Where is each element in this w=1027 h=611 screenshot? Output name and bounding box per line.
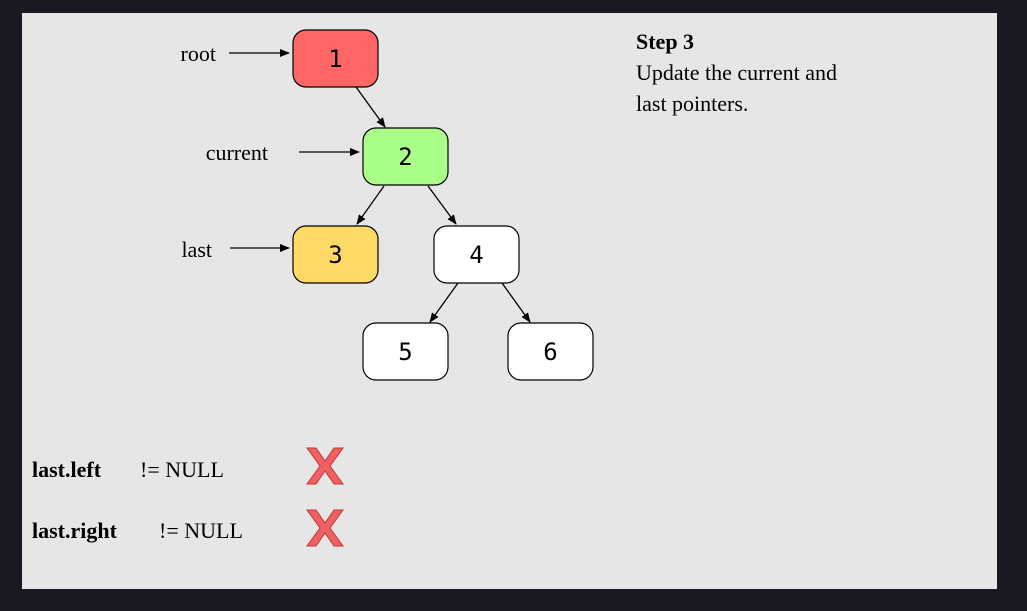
step-text-line2: last pointers. [636,91,749,116]
last-label: last [181,237,212,262]
node-1-label: 1 [328,45,342,73]
tree-node-3: 3 [292,225,379,284]
node-4-label: 4 [469,241,483,269]
node-4-box [433,225,520,284]
edge-2-4 [427,185,457,225]
step-title: Step 3 [636,29,695,54]
tree-node-5: 5 [362,322,449,381]
step-description: Step 3 Update the current and last point… [636,26,936,119]
step-text-line1: Update the current and [636,60,837,85]
current-label: current [206,140,268,165]
root-label: root [181,41,216,66]
edge-4-5 [429,282,459,323]
tree-node-4: 4 [433,225,520,284]
node-1-box [292,29,379,88]
edge-2-3 [356,185,385,225]
node-5-box [362,322,449,381]
node-5-label: 5 [398,338,412,366]
edge-4-6 [501,282,531,323]
node-6-label: 6 [543,338,557,366]
tree-node-1: 1 [292,29,379,88]
node-6-box [507,322,594,381]
node-2-box [362,127,449,186]
node-3-box [292,225,379,284]
node-3-label: 3 [328,241,342,269]
edge-1-2 [355,86,386,128]
diagram-panel [22,13,997,589]
tree-node-2: 2 [362,127,449,186]
node-2-label: 2 [398,143,412,171]
tree-node-6: 6 [507,322,594,381]
